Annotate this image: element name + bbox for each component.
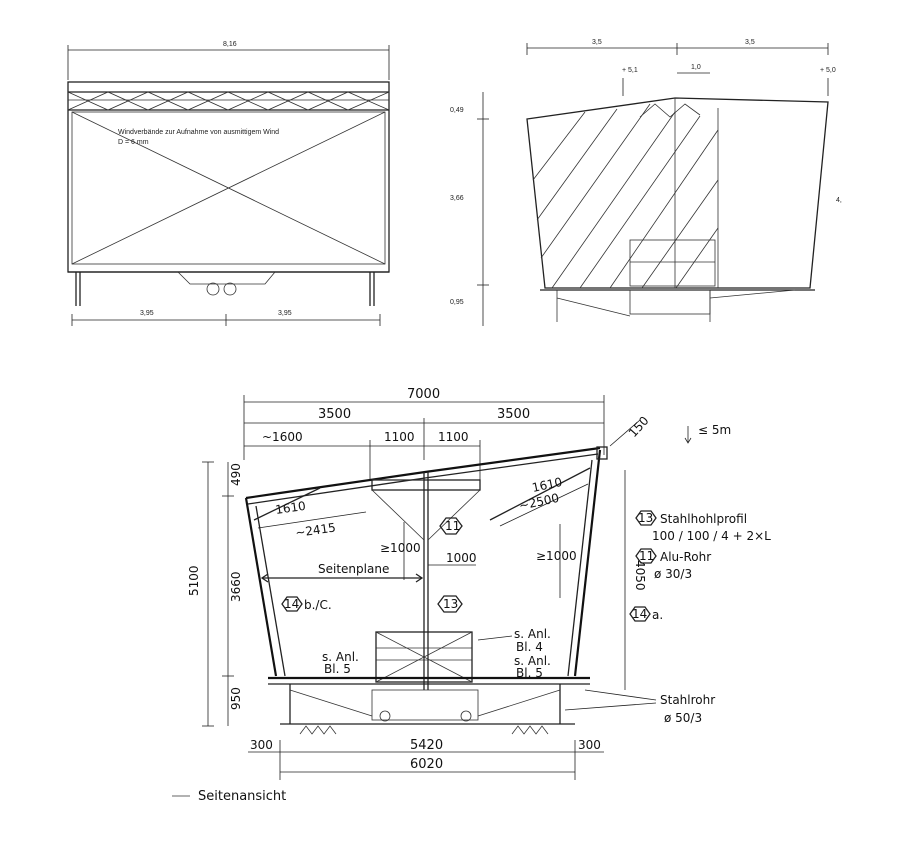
dim-right-height: 4, — [836, 197, 842, 204]
dim-left-half: 3,5 — [592, 39, 602, 46]
svg-text:11: 11 — [639, 549, 654, 563]
dim-6020: 6020 — [410, 757, 443, 772]
dim-center-width: 1,0 — [691, 64, 701, 71]
dim-right-width: 3,95 — [278, 310, 292, 317]
svg-text:14: 14 — [284, 597, 299, 611]
front-elevation: 8,16 Windverbände zur Aufnahme von ausmi… — [67, 41, 390, 326]
legend-11-spec: ø 30/3 — [654, 567, 692, 581]
marker-13: 13 — [437, 595, 463, 613]
dim-7000: 7000 — [407, 387, 440, 402]
dim-mid-height: 3,66 — [450, 195, 464, 202]
svg-text:11: 11 — [445, 519, 460, 533]
dim-2500: ~2500 — [518, 491, 561, 513]
mark-14-bc: b./C. — [304, 598, 332, 612]
dim-3660: 3660 — [229, 571, 243, 602]
dim-1600: ~1600 — [262, 430, 303, 444]
mark-14-a: a. — [652, 608, 663, 622]
dim-5100: 5100 — [187, 565, 201, 596]
dim-1610-left: 1610 — [274, 499, 306, 517]
ref-anl-bl4-b: Bl. 4 — [516, 640, 543, 654]
dim-4050: 4050 — [633, 560, 647, 591]
dim-right-rise: + 5,0 — [820, 67, 836, 74]
dim-3500-right: 3500 — [497, 407, 530, 422]
dim-lower-height: 0,95 — [450, 299, 464, 306]
label-steel-pipe-dim: ø 50/3 — [664, 711, 702, 725]
dim-1100-left: 1100 — [384, 430, 415, 444]
side-view-sketch: 7000 3500 3500 ~1600 1100 1100 150 ≤ 5m … — [172, 387, 771, 804]
dim-left-width: 3,95 — [140, 310, 154, 317]
hatch-pattern — [532, 103, 719, 289]
dim-upper-height: 0,49 — [450, 107, 464, 114]
wind-bracing-diameter: D = 6 mm — [118, 139, 149, 146]
label-steel-pipe: Stahlrohr — [660, 693, 715, 707]
dim-950: 950 — [229, 687, 243, 710]
dim-5420: 5420 — [410, 738, 443, 753]
dim-300-right: 300 — [578, 738, 601, 752]
ref-anl-bl5-right-b: Bl. 5 — [516, 666, 543, 680]
dim-1000: 1000 — [446, 551, 477, 565]
dim-1100-right: 1100 — [438, 430, 469, 444]
marker-14-right: 14 a. — [629, 606, 663, 622]
dim-min-1000-a: ≥1000 — [380, 541, 421, 555]
dim-3500-left: 3500 — [318, 407, 351, 422]
legend-13-spec: 100 / 100 / 4 + 2×L — [652, 529, 771, 543]
dim-total-width: 8,16 — [223, 41, 237, 48]
dim-2415: ~2415 — [294, 520, 336, 540]
dim-min-1000-c: ≥1000 — [536, 549, 577, 563]
ground-hatch — [299, 725, 549, 735]
marker-11: 11 — [439, 517, 463, 535]
ref-anl-bl5-right-a: s. Anl. — [514, 654, 551, 668]
svg-text:13: 13 — [443, 597, 458, 611]
wind-bracing-note: Windverbände zur Aufnahme von ausmittige… — [118, 129, 279, 136]
label-side-tarp: Seitenplane — [318, 562, 389, 576]
dim-tip-limit: ≤ 5m — [698, 423, 731, 437]
legend: 13 Stahlhohlprofil 100 / 100 / 4 + 2×L 1… — [635, 510, 771, 581]
dim-490: 490 — [229, 463, 243, 486]
dim-right-half: 3,5 — [745, 39, 755, 46]
ref-anl-bl5-left-a: s. Anl. — [322, 650, 359, 664]
roof-truss — [67, 91, 390, 111]
dim-1610-right: 1610 — [531, 475, 564, 495]
caption-side-view: Seitenansicht — [198, 789, 286, 804]
svg-text:13: 13 — [638, 511, 653, 525]
dim-left-rise: + 5,1 — [622, 67, 638, 74]
ref-anl-bl4-a: s. Anl. — [514, 627, 551, 641]
ref-anl-bl5-left-b: Bl. 5 — [324, 662, 351, 676]
svg-text:14: 14 — [632, 607, 647, 621]
legend-11-title: Alu-Rohr — [660, 550, 711, 564]
dim-300-left: 300 — [250, 738, 273, 752]
marker-14-left: 14 b./C. — [281, 596, 332, 612]
legend-13-title: Stahlhohlprofil — [660, 512, 747, 526]
dim-150: 150 — [626, 414, 652, 440]
side-elevation-small: 3,5 3,5 + 5,1 1,0 + 5,0 0,49 3,66 0,95 4… — [450, 39, 842, 326]
